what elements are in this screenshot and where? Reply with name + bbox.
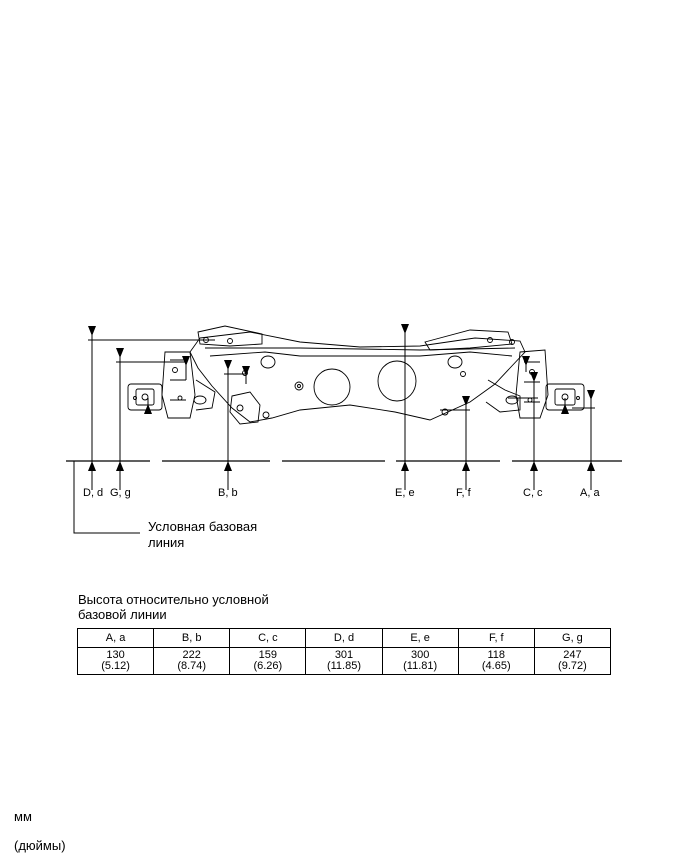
reference-line-caption-line1: Условная базовая <box>148 519 258 534</box>
value-d-mm: 301 <box>334 649 354 661</box>
units-inches: (дюймы) <box>14 838 66 853</box>
value-g-mm: 247 <box>563 649 582 661</box>
point-label-a: A, a <box>580 487 600 499</box>
height-table: A, a B, b C, c D, d E, e F, f G, g 130(5… <box>76 628 612 675</box>
header-d: D, d <box>305 628 383 648</box>
value-b: 222(8.74) <box>153 647 231 675</box>
value-f: 118(4.65) <box>457 647 535 675</box>
value-b-in: (8.74) <box>177 660 207 672</box>
point-label-g: G, g <box>110 487 131 499</box>
table-caption-line2: базовой линии <box>78 607 167 622</box>
value-g: 247(9.72) <box>533 647 612 675</box>
value-d-in: (11.85) <box>326 660 362 672</box>
table-header-row: A, a B, b C, c D, d E, e F, f G, g <box>76 628 612 648</box>
value-c-mm: 159 <box>258 649 278 661</box>
point-label-e: E, e <box>395 487 415 499</box>
value-e: 300(11.81) <box>381 647 459 675</box>
table-caption-line1: Высота относительно условной <box>78 592 269 607</box>
table-caption: Высота относительно условной базовой лин… <box>78 592 269 622</box>
header-b: B, b <box>153 628 231 648</box>
table-value-row: 130(5.12) 222(8.74) 159(6.26) 301(11.85)… <box>76 647 612 675</box>
value-a-in: (5.12) <box>101 660 130 672</box>
reference-line-caption: Условная базовая линия <box>148 519 257 551</box>
value-f-mm: 118 <box>487 649 506 661</box>
header-f: F, f <box>457 628 535 648</box>
value-e-in: (11.81) <box>403 660 438 672</box>
value-a-mm: 130 <box>106 649 125 661</box>
dimension-arrowheads <box>88 324 595 471</box>
value-a: 130(5.12) <box>76 647 155 675</box>
point-label-f: F, f <box>456 487 471 499</box>
value-g-in: (9.72) <box>558 660 587 672</box>
units-mm: мм <box>14 809 32 824</box>
header-g: G, g <box>533 628 612 648</box>
value-f-in: (4.65) <box>481 660 511 672</box>
point-label-b: B, b <box>218 487 238 499</box>
value-c: 159(6.26) <box>229 647 307 675</box>
value-e-mm: 300 <box>410 649 430 661</box>
reference-line-leader <box>73 461 140 534</box>
point-label-d: D, d <box>83 487 104 499</box>
header-c: C, c <box>229 628 307 648</box>
value-b-mm: 222 <box>182 649 201 661</box>
value-d: 301(11.85) <box>305 647 383 675</box>
header-e: E, e <box>381 628 459 648</box>
point-label-c: C, c <box>523 487 543 499</box>
header-a: A, a <box>76 628 155 648</box>
reference-line-caption-line2: линия <box>148 535 185 550</box>
value-c-in: (6.26) <box>253 660 283 672</box>
subframe-drawing <box>127 325 585 425</box>
